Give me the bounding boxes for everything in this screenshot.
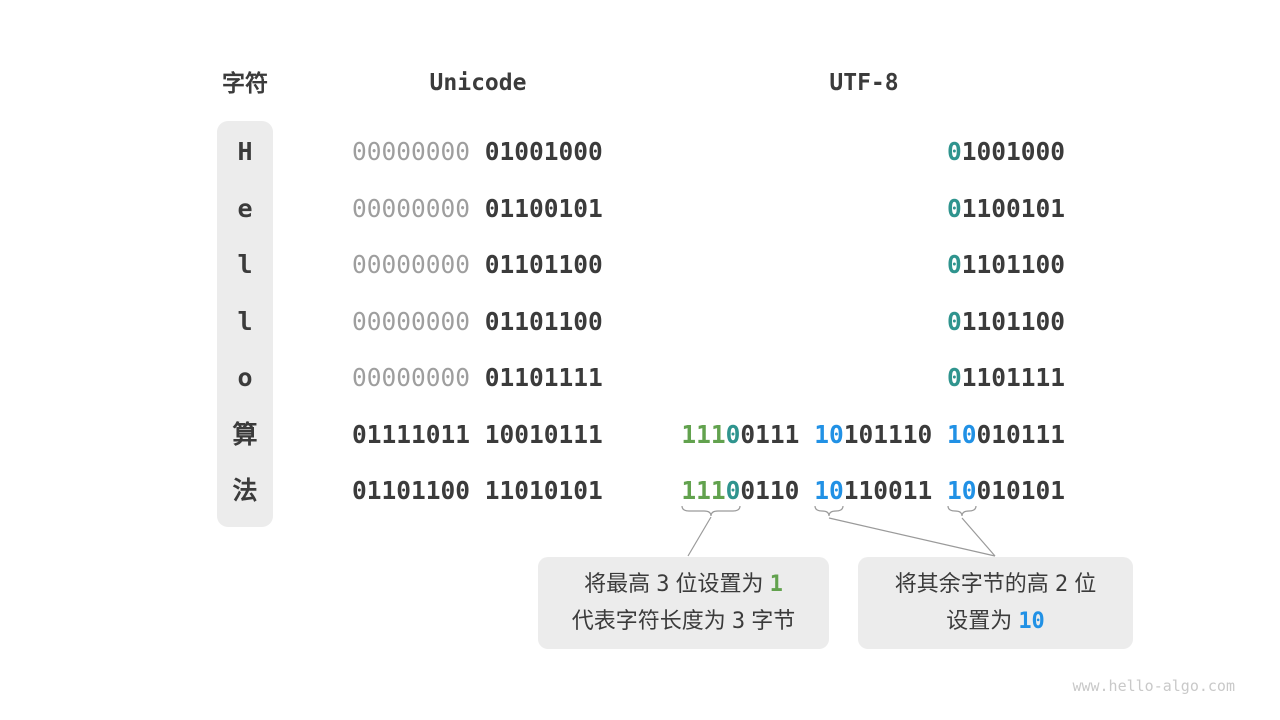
text-segment: 将最高 (584, 571, 657, 596)
text-segment: 位 (1068, 571, 1097, 596)
utf8-binary: 11100110 10110011 10010101 (681, 475, 1065, 507)
text-segment: 01101100 11010101 (352, 476, 603, 505)
underbrace-byte2-prefix (814, 505, 844, 517)
text-segment: 1101100 (961, 250, 1065, 279)
character-cell: l (237, 306, 253, 336)
text-segment: 110011 (843, 476, 947, 505)
connector-byte2-to-continuation-callout (828, 517, 996, 557)
text-segment: 01101111 (484, 363, 603, 392)
utf8-binary: 01101100 (947, 249, 1065, 281)
unicode-binary: 00000000 01001000 (352, 136, 603, 168)
character-cell: 算 (232, 419, 258, 449)
callout-leading-bits-line-2: 代表字符长度为 3 字节 (572, 603, 796, 640)
character-cell: o (237, 363, 253, 392)
text-segment: 00000000 (352, 193, 485, 223)
text-segment: 1101111 (961, 363, 1065, 392)
text-segment: 010101 (976, 476, 1065, 505)
text-segment: 1001000 (961, 137, 1065, 166)
text-segment: 1101100 (961, 306, 1065, 336)
text-segment: 1100101 (961, 193, 1065, 223)
text-segment: 位设置为 (669, 571, 770, 596)
column-header-unicode: Unicode (429, 70, 527, 96)
unicode-binary: 01101100 11010101 (352, 475, 603, 507)
text-segment: 0 (725, 419, 741, 449)
text-segment: 10 (946, 419, 977, 449)
callout-continuation-bits-line-1: 将其余字节的高 2 位 (895, 566, 1097, 603)
text-segment: 0110 (740, 476, 815, 505)
character-cell: l (237, 250, 253, 279)
utf8-binary: 01101111 (947, 362, 1065, 394)
text-segment: 01101100 (484, 306, 603, 336)
text-segment: 1 (769, 572, 783, 597)
unicode-binary: 00000000 01101100 (352, 306, 603, 338)
text-segment: 101110 (843, 419, 947, 449)
text-segment: 01001000 (484, 137, 603, 166)
text-segment: 0 (946, 193, 962, 223)
text-segment: 01111011 10010111 (352, 419, 603, 449)
character-column-background (217, 121, 273, 527)
character-cell: 法 (232, 476, 258, 505)
text-segment: 010111 (976, 419, 1065, 449)
text-segment: 00000000 (352, 363, 485, 392)
column-header-utf8: UTF-8 (829, 70, 899, 96)
callout-leading-bits-line-1: 将最高 3 位设置为 1 (584, 566, 783, 603)
unicode-binary: 00000000 01101100 (352, 249, 603, 281)
text-segment: 01100101 (484, 193, 603, 223)
text-segment: 0 (946, 306, 962, 336)
text-segment: 00000000 (352, 306, 485, 336)
text-segment: 0 (725, 476, 741, 505)
callout-continuation-bits: 将其余字节的高 2 位 设置为 10 (858, 557, 1133, 649)
text-segment: 10 (814, 476, 844, 505)
underbrace-high-bits (681, 505, 741, 517)
utf8-binary: 01101100 (947, 306, 1065, 338)
text-segment: 00000000 (352, 250, 485, 279)
callout-continuation-bits-line-2: 设置为 10 (946, 603, 1045, 640)
text-segment: 111 (681, 476, 726, 505)
connector-to-leading-callout (687, 516, 712, 557)
text-segment: 00000000 (352, 137, 485, 166)
text-segment: 0111 (740, 419, 815, 449)
unicode-binary: 00000000 01101111 (352, 362, 603, 394)
text-segment: 字节 (745, 608, 796, 633)
character-cell: e (237, 193, 253, 223)
text-segment: 111 (681, 419, 726, 449)
text-segment: 10 (1018, 609, 1045, 634)
text-segment: 10 (946, 476, 977, 505)
unicode-binary: 01111011 10010111 (352, 419, 603, 451)
text-segment: 0 (946, 250, 962, 279)
text-segment: 01101100 (484, 250, 603, 279)
callout-leading-bits: 将最高 3 位设置为 1 代表字符长度为 3 字节 (538, 557, 829, 649)
text-segment: 10 (814, 419, 844, 449)
utf8-binary: 01001000 (947, 136, 1065, 168)
watermark: www.hello-algo.com (1072, 677, 1235, 695)
text-segment: 3 (731, 609, 746, 634)
text-segment: 2 (1054, 572, 1069, 597)
text-segment: 0 (946, 363, 962, 392)
text-segment: 将其余字节的高 (894, 571, 1055, 596)
column-header-character: 字符 (222, 70, 268, 96)
text-segment: 代表字符长度为 (571, 608, 732, 633)
connector-byte3-to-continuation-callout (961, 517, 996, 557)
unicode-binary: 00000000 01100101 (352, 193, 603, 225)
text-segment: 设置为 (946, 608, 1019, 633)
utf8-binary: 01100101 (947, 193, 1065, 225)
text-segment: 3 (656, 572, 670, 597)
text-segment: 0 (946, 137, 962, 166)
utf8-binary: 11100111 10101110 10010111 (681, 419, 1065, 451)
underbrace-byte3-prefix (947, 505, 977, 517)
character-cell: H (237, 137, 253, 166)
